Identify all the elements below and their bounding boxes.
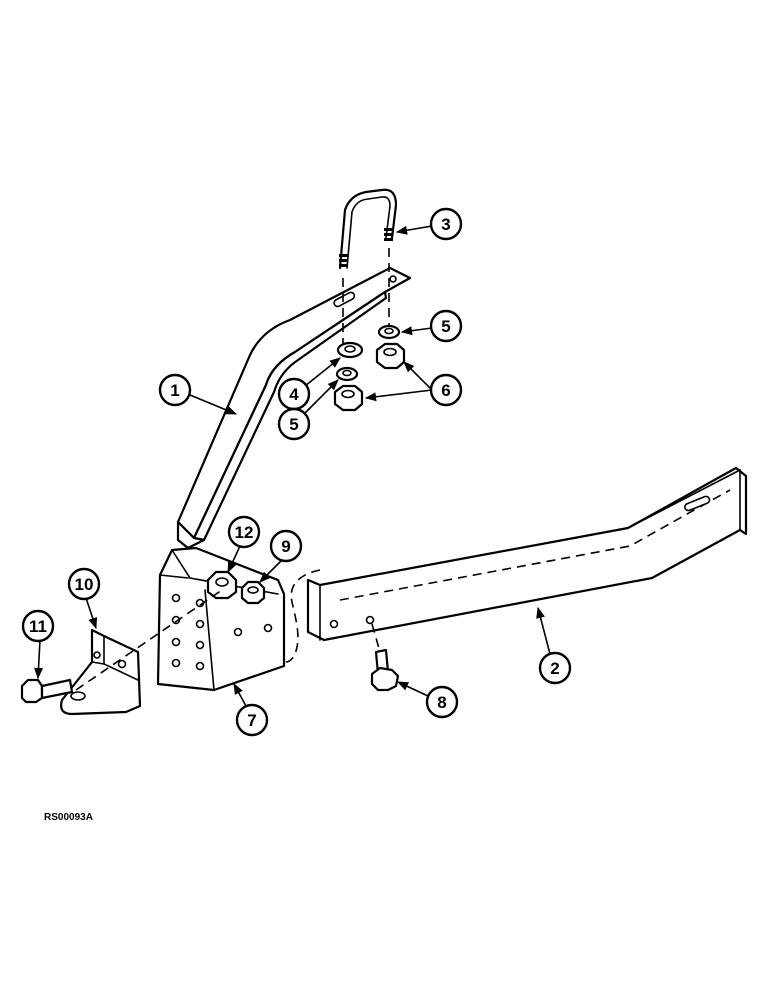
leader-12	[227, 545, 241, 574]
callout-10-label: 10	[75, 575, 94, 594]
callout-12: 12	[227, 515, 261, 549]
leader-4	[304, 357, 341, 387]
leader-10	[85, 597, 98, 630]
callout-12-label: 12	[235, 523, 254, 542]
part-4-flat-washer	[336, 341, 364, 359]
part-6-hex-nut-right	[375, 342, 406, 370]
callout-3-label: 3	[441, 215, 450, 234]
callout-9-label: 9	[281, 537, 290, 556]
part-5-lock-washer-left	[335, 366, 359, 382]
callout-7: 7	[235, 703, 269, 737]
callout-11-label: 11	[29, 617, 47, 636]
u-bolt-thread-right	[384, 228, 393, 241]
part-9-lock-nut	[240, 580, 266, 605]
callout-8: 8	[425, 685, 459, 719]
callout-5a: 5	[429, 309, 463, 343]
leader-7	[233, 683, 247, 707]
part-1-upper-bracket	[176, 266, 412, 550]
callout-5a-label: 5	[441, 317, 450, 336]
assembly-line-bolt-8	[371, 623, 381, 653]
part-2-support-arm	[306, 466, 748, 642]
leader-6a	[403, 361, 433, 391]
callout-4: 4	[277, 377, 311, 411]
callout-1: 1	[158, 373, 192, 407]
callout-5b: 5	[277, 407, 311, 441]
part-7-mounting-bracket	[156, 546, 286, 692]
part-3-u-bolt	[338, 188, 398, 350]
leader-5a	[400, 326, 433, 336]
callout-2-label: 2	[550, 659, 559, 678]
leader-3	[395, 225, 433, 235]
u-bolt-thread-left	[339, 254, 348, 267]
callout-8-label: 8	[437, 693, 446, 712]
callout-4-label: 4	[289, 385, 299, 404]
callout-9: 9	[269, 529, 303, 563]
leader-5b	[303, 379, 339, 415]
leader-8	[396, 681, 429, 697]
part-8-bolt	[370, 648, 400, 692]
callout-1-label: 1	[170, 381, 179, 400]
part-5-lock-washer-right	[377, 324, 401, 340]
callout-5b-label: 5	[289, 415, 298, 434]
leader-1	[189, 394, 238, 415]
leader-9	[259, 559, 283, 583]
part-6-hex-nut-left	[333, 384, 364, 412]
figure-reference: RS00093A	[44, 812, 93, 823]
callout-3: 3	[429, 207, 463, 241]
callout-6: 6	[429, 373, 463, 407]
callout-7-label: 7	[247, 711, 256, 730]
callout-2: 2	[538, 651, 572, 685]
callout-10: 10	[67, 567, 101, 601]
leader-6b	[364, 389, 433, 402]
dashed-hidden-outline	[275, 569, 321, 663]
leader-2	[536, 606, 551, 655]
callout-6-label: 6	[441, 381, 450, 400]
part-12-hex-nut	[206, 570, 238, 600]
leader-11	[34, 639, 44, 680]
part-10-plate-bracket	[60, 628, 142, 716]
part-11-bolt	[20, 678, 74, 704]
callout-11: 11	[21, 609, 55, 643]
